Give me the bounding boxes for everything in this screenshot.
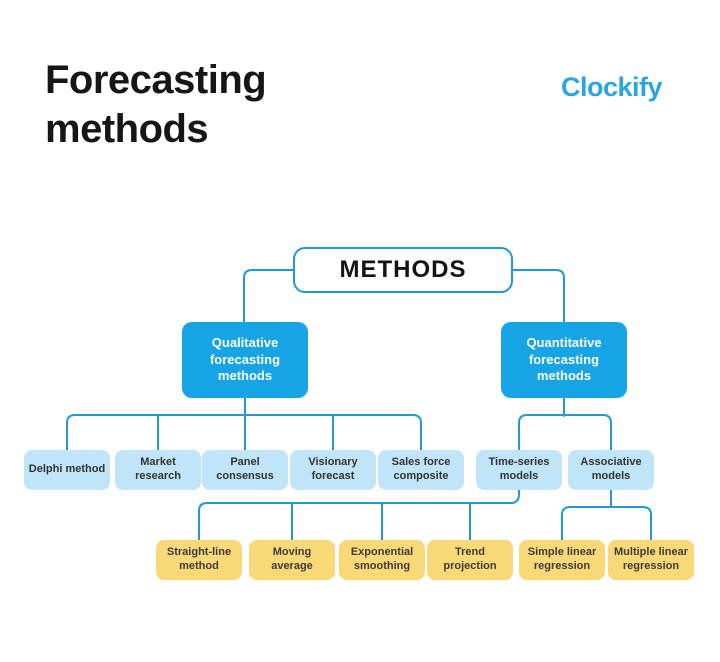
node-quantitative-forecasting-methods: Quantitative forecasting methods [501,322,627,398]
node-exponential-smoothing: Exponential smoothing [339,540,425,580]
node-market-research: Market research [115,450,201,490]
node-multiple-linear-regression: Multiple linear regression [608,540,694,580]
node-trend-projection: Trend projection [427,540,513,580]
node-moving-average: Moving average [249,540,335,580]
node-sales-force-composite: Sales force composite [378,450,464,490]
node-methods: METHODS [293,247,513,293]
page-title-line2: methods [45,106,209,151]
node-straight-line-method: Straight-line method [156,540,242,580]
node-panel-consensus: Panel consensus [202,450,288,490]
clockify-logo: Clockify [560,72,663,102]
node-visionary-forecast: Visionary forecast [290,450,376,490]
node-time-series-models: Time-series models [476,450,562,490]
node-simple-linear-regression: Simple linear regression [519,540,605,580]
node-associative-models: Associative models [568,450,654,490]
node-qualitative-forecasting-methods: Qualitative forecasting methods [182,322,308,398]
node-delphi-method: Delphi method [24,450,110,490]
page-title-line1: Forecasting [45,58,267,102]
